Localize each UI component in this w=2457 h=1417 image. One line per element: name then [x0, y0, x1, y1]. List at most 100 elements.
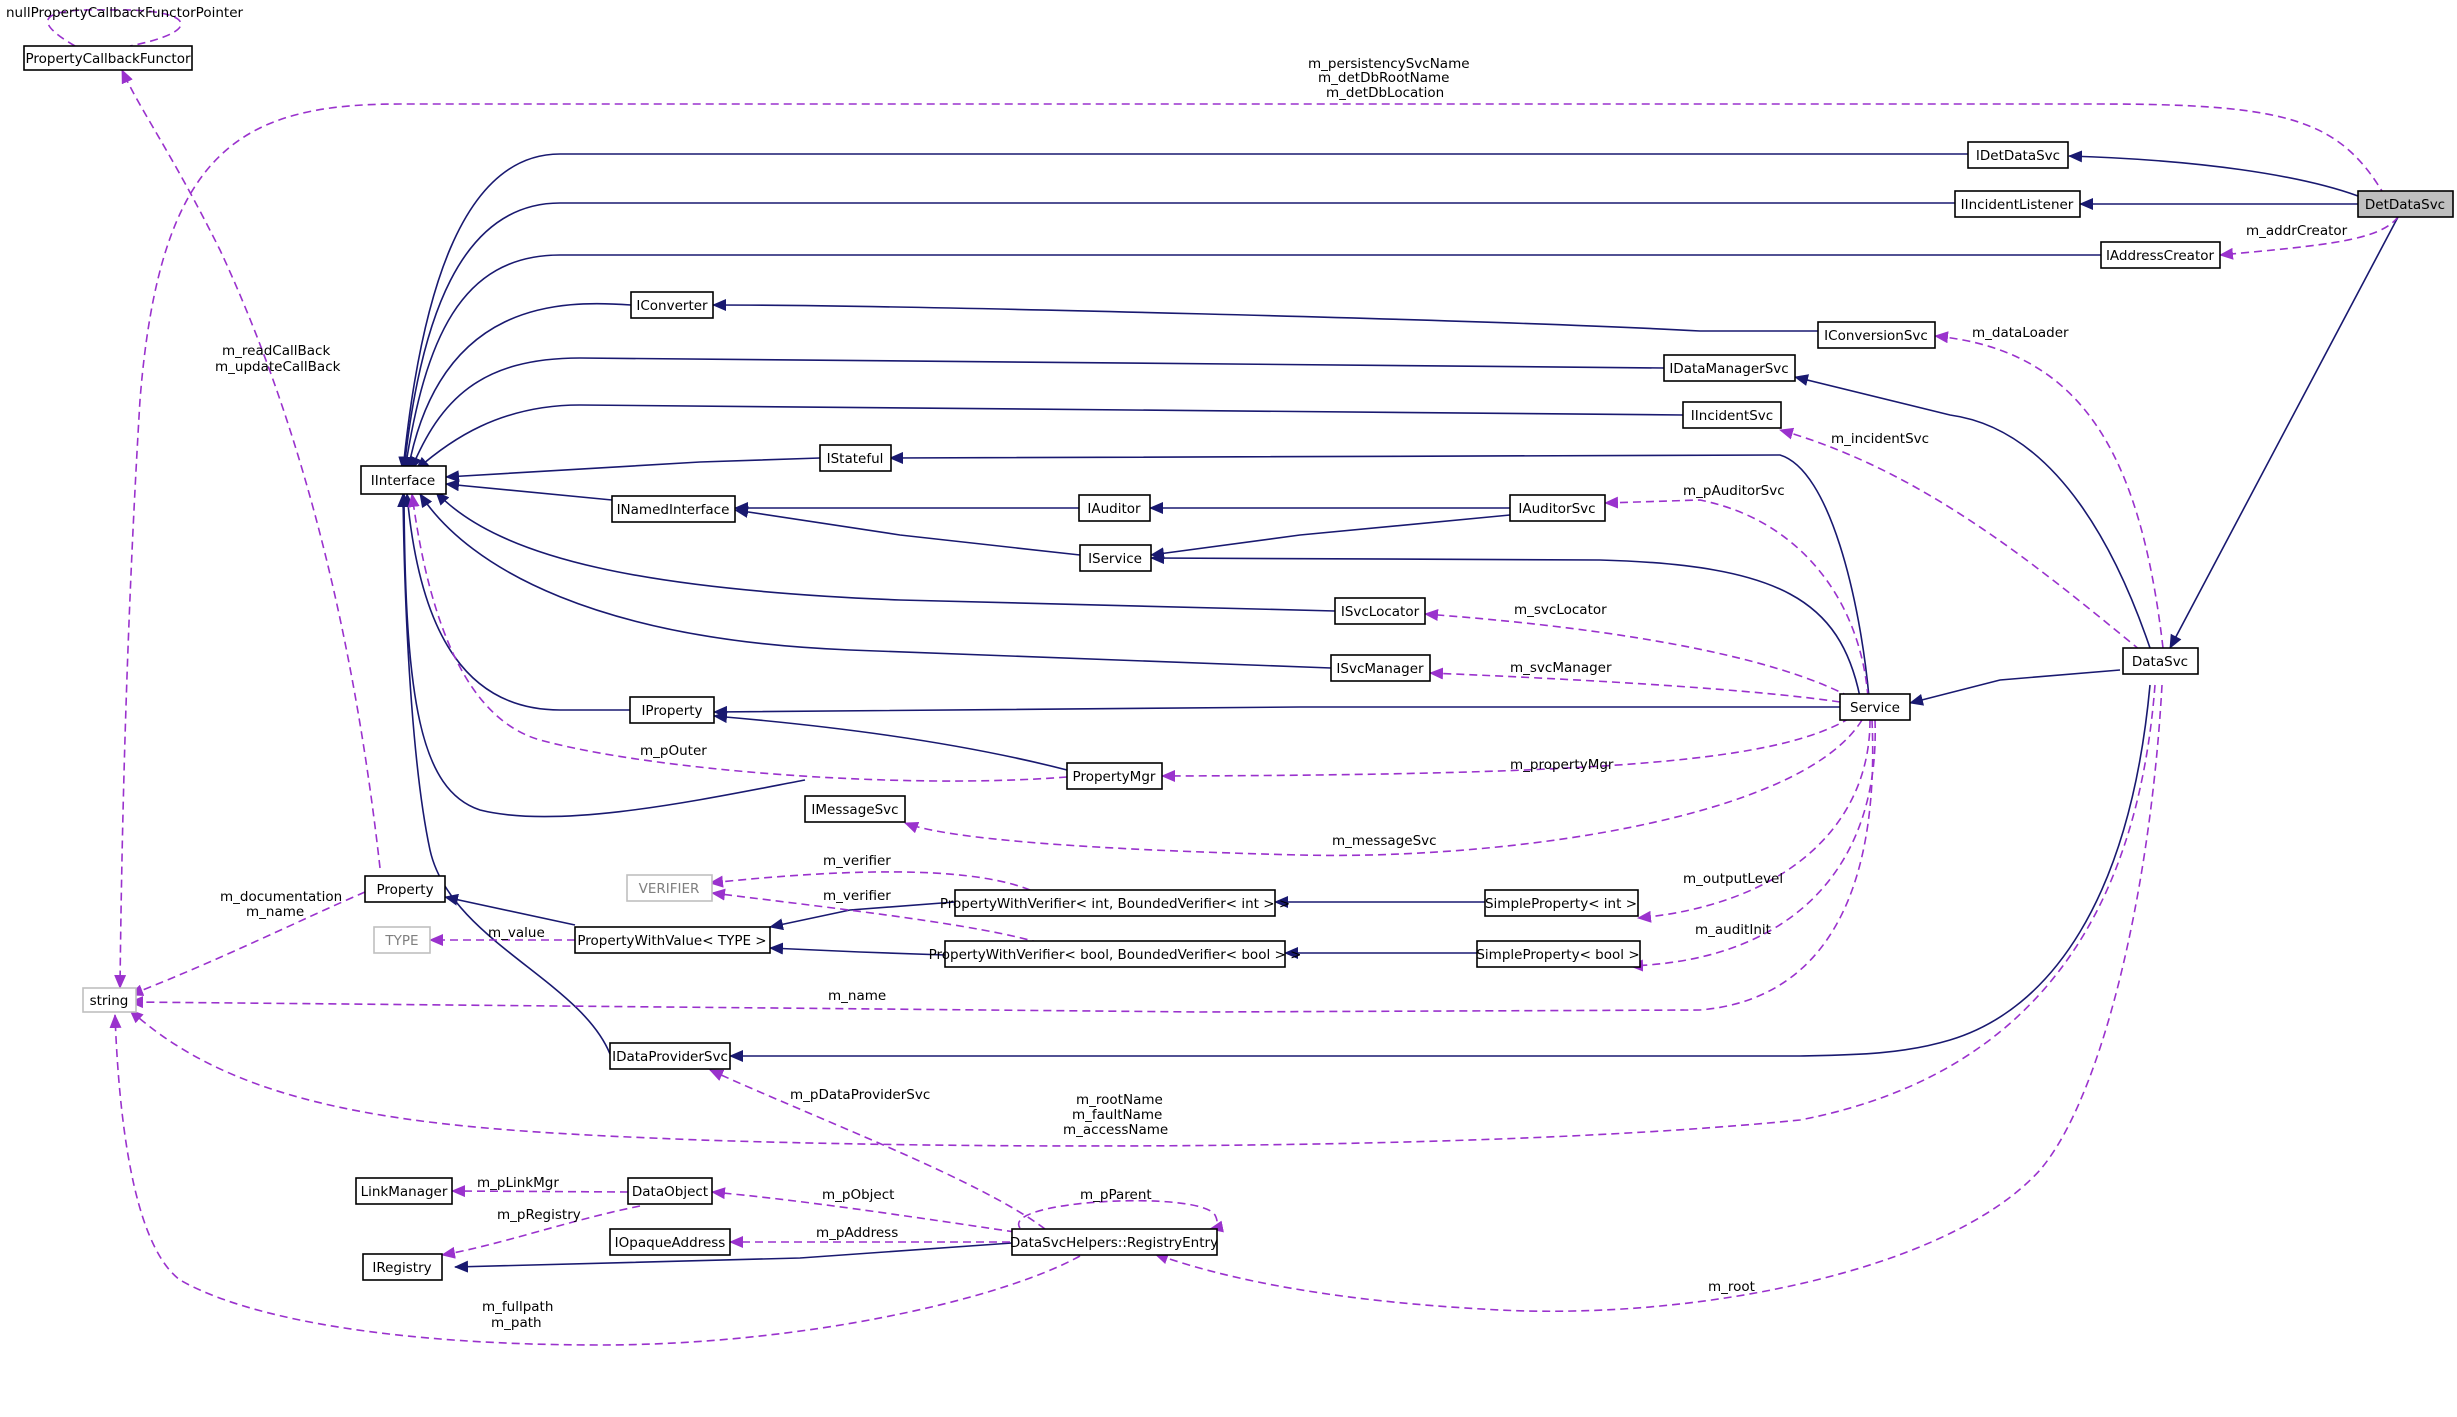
edge-label-persistency-3: m_detDbLocation: [1326, 85, 1444, 101]
edge-imessagesvc-to-iinterface: [398, 493, 806, 818]
node-iservice[interactable]: IService: [1079, 544, 1152, 572]
edge-property-callback-to-pcf: [121, 69, 381, 869]
edge-label-accessname: m_accessName: [1063, 1122, 1168, 1138]
edge-datasvc-to-service: [1909, 669, 2121, 706]
node-verifier[interactable]: VERIFIER: [626, 874, 713, 902]
node-registryentry[interactable]: DataSvcHelpers::RegistryEntry: [1010, 1228, 1218, 1256]
node-iincidentlistener[interactable]: IIncidentListener: [1954, 190, 2081, 218]
node-type[interactable]: TYPE: [373, 926, 431, 954]
edge-datasvc-to-idatamanagersvc: [1794, 374, 2151, 649]
node-propertywithverifier-int[interactable]: PropertyWithVerifier< int, BoundedVerifi…: [940, 889, 1290, 917]
edge-pwvint-verifier: [709, 871, 1031, 891]
node-label-inamedinterface: INamedInterface: [617, 502, 730, 518]
edge-iaddresscreator-to-iinterface: [401, 254, 2101, 471]
node-label-iconversionsvc: IConversionSvc: [1824, 328, 1928, 344]
edge-service-name-to-string: [129, 719, 1874, 1013]
node-datasvc[interactable]: DataSvc: [2122, 647, 2199, 675]
node-iauditorsvc[interactable]: IAuditorSvc: [1509, 494, 1606, 522]
node-iinterface[interactable]: IInterface: [360, 465, 447, 495]
node-label-linkmanager: LinkManager: [361, 1184, 448, 1200]
edge-label-addrcreator: m_addrCreator: [2246, 223, 2348, 239]
edge-idatamanagersvc-to-iinterface: [410, 357, 1665, 471]
node-linkmanager[interactable]: LinkManager: [355, 1177, 453, 1205]
edge-service-svclocator: [1424, 608, 1851, 698]
node-label-iconverter: IConverter: [636, 298, 708, 314]
node-string[interactable]: string: [82, 987, 137, 1013]
node-propertycallbackfunctor[interactable]: PropertyCallbackFunctor: [23, 45, 193, 71]
edge-service-propertymgr: [1161, 717, 1851, 782]
class-nodes: nullPropertyCallbackFunctorPointer Prope…: [6, 5, 2454, 1281]
node-idatamanagersvc[interactable]: IDataManagerSvc: [1663, 354, 1796, 382]
edge-service-outputlevel: [1637, 719, 1871, 923]
node-simpleproperty-int[interactable]: SimpleProperty< int >: [1484, 889, 1639, 917]
node-iproperty[interactable]: IProperty: [629, 696, 715, 724]
node-label-string: string: [90, 993, 129, 1009]
node-iincidentsvc[interactable]: IIncidentSvc: [1682, 401, 1782, 429]
node-label-property: Property: [376, 882, 433, 898]
edge-label-path: m_path: [491, 1315, 542, 1331]
node-isvclocator[interactable]: ISvcLocator: [1334, 597, 1426, 625]
node-istateful[interactable]: IStateful: [819, 444, 892, 472]
node-label-propertywithverifier-bool: PropertyWithVerifier< bool, BoundedVerif…: [929, 947, 1302, 963]
node-iconversionsvc[interactable]: IConversionSvc: [1817, 321, 1936, 349]
node-label-detdatasvc: DetDataSvc: [2365, 197, 2445, 213]
node-propertywithverifier-bool[interactable]: PropertyWithVerifier< bool, BoundedVerif…: [929, 940, 1302, 968]
node-label-iauditor: IAuditor: [1087, 501, 1141, 517]
node-isvcmanager[interactable]: ISvcManager: [1330, 654, 1431, 682]
node-label-simpleproperty-bool: SimpleProperty< bool >: [1476, 947, 1639, 963]
edge-detdatasvc-addrcreator: [2219, 216, 2399, 260]
node-property[interactable]: Property: [364, 875, 446, 903]
edge-iincidentlistener-to-iinterface: [399, 202, 1955, 471]
edge-labels: m_persistencySvcName m_detDbRootName m_d…: [215, 56, 2348, 1331]
node-service[interactable]: Service: [1839, 693, 1911, 721]
edge-label-faultname: m_faultName: [1072, 1107, 1162, 1123]
edge-iauditorsvc-to-iservice: [1150, 514, 1511, 560]
edge-service-to-iservice: [1150, 552, 1861, 698]
node-iconverter[interactable]: IConverter: [630, 291, 714, 319]
node-iregistry[interactable]: IRegistry: [362, 1253, 443, 1281]
node-detdatasvc[interactable]: DetDataSvc: [2357, 190, 2454, 218]
edge-datasvc-incidentsvc: [1779, 427, 2141, 651]
edge-detdatasvc-persistency-to-string: [114, 103, 2386, 989]
node-label-idataprovidersvc: IDataProviderSvc: [612, 1049, 728, 1065]
edge-detdatasvc-to-datasvc: [2169, 216, 2399, 649]
node-iauditor[interactable]: IAuditor: [1078, 494, 1151, 522]
edge-label-pobject: m_pObject: [822, 1187, 894, 1203]
edge-label-callback-1: m_readCallBack: [222, 343, 330, 359]
edge-label-svcmanager: m_svcManager: [1510, 660, 1612, 676]
node-label-iregistry: IRegistry: [372, 1260, 431, 1276]
edge-datasvc-to-idataprovidersvc: [729, 684, 2151, 1062]
edge-label-root: m_root: [1708, 1279, 1755, 1295]
node-simpleproperty-bool[interactable]: SimpleProperty< bool >: [1476, 940, 1641, 968]
node-dataobject[interactable]: DataObject: [627, 1177, 713, 1205]
node-imessagesvc[interactable]: IMessageSvc: [804, 795, 906, 823]
node-propertymgr[interactable]: PropertyMgr: [1066, 762, 1163, 790]
edge-datasvc-rootname-to-string: [129, 684, 2156, 1147]
edge-registryentry-fullpath-to-string: [109, 1014, 1081, 1346]
edge-registryentry-dataprovider: [709, 1069, 1046, 1230]
node-idataprovidersvc[interactable]: IDataProviderSvc: [609, 1042, 731, 1070]
edge-service-to-iproperty: [713, 705, 1840, 718]
edge-label-messagesvc: m_messageSvc: [1332, 833, 1437, 849]
node-iaddresscreator[interactable]: IAddressCreator: [2100, 241, 2221, 269]
edge-isvcmanager-to-iinterface: [419, 493, 1332, 669]
edge-label-pdataprovidersvc: m_pDataProviderSvc: [790, 1087, 930, 1103]
edge-label-incidentsvc: m_incidentSvc: [1831, 431, 1929, 447]
edge-label-persistency-1: m_persistencySvcName: [1308, 56, 1470, 72]
node-label-iincidentsvc: IIncidentSvc: [1691, 408, 1773, 424]
edge-label-persistency-2: m_detDbRootName: [1318, 70, 1449, 86]
edge-label-rootname: m_rootName: [1076, 1092, 1163, 1108]
edge-pwvalue-to-property: [444, 893, 576, 926]
node-inamedinterface[interactable]: INamedInterface: [611, 495, 736, 523]
node-propertywithvalue[interactable]: PropertyWithValue< TYPE >: [574, 926, 771, 954]
edge-datasvc-root-to-registryentry: [1154, 684, 2163, 1313]
edge-label-value: m_value: [488, 925, 545, 941]
edge-label-pparent: m_pParent: [1080, 1187, 1152, 1203]
edge-registryentry-pobject: [711, 1187, 1016, 1233]
node-iopaqueaddress[interactable]: IOpaqueAddress: [609, 1228, 731, 1256]
edge-iproperty-to-iinterface: [402, 493, 630, 711]
edge-label-pauditorsvc: m_pAuditorSvc: [1683, 483, 1785, 499]
edge-label-paddress: m_pAddress: [816, 1225, 898, 1241]
edge-datasvc-dataloader: [1934, 331, 2164, 649]
node-idetdatasvc[interactable]: IDetDataSvc: [1967, 141, 2069, 169]
